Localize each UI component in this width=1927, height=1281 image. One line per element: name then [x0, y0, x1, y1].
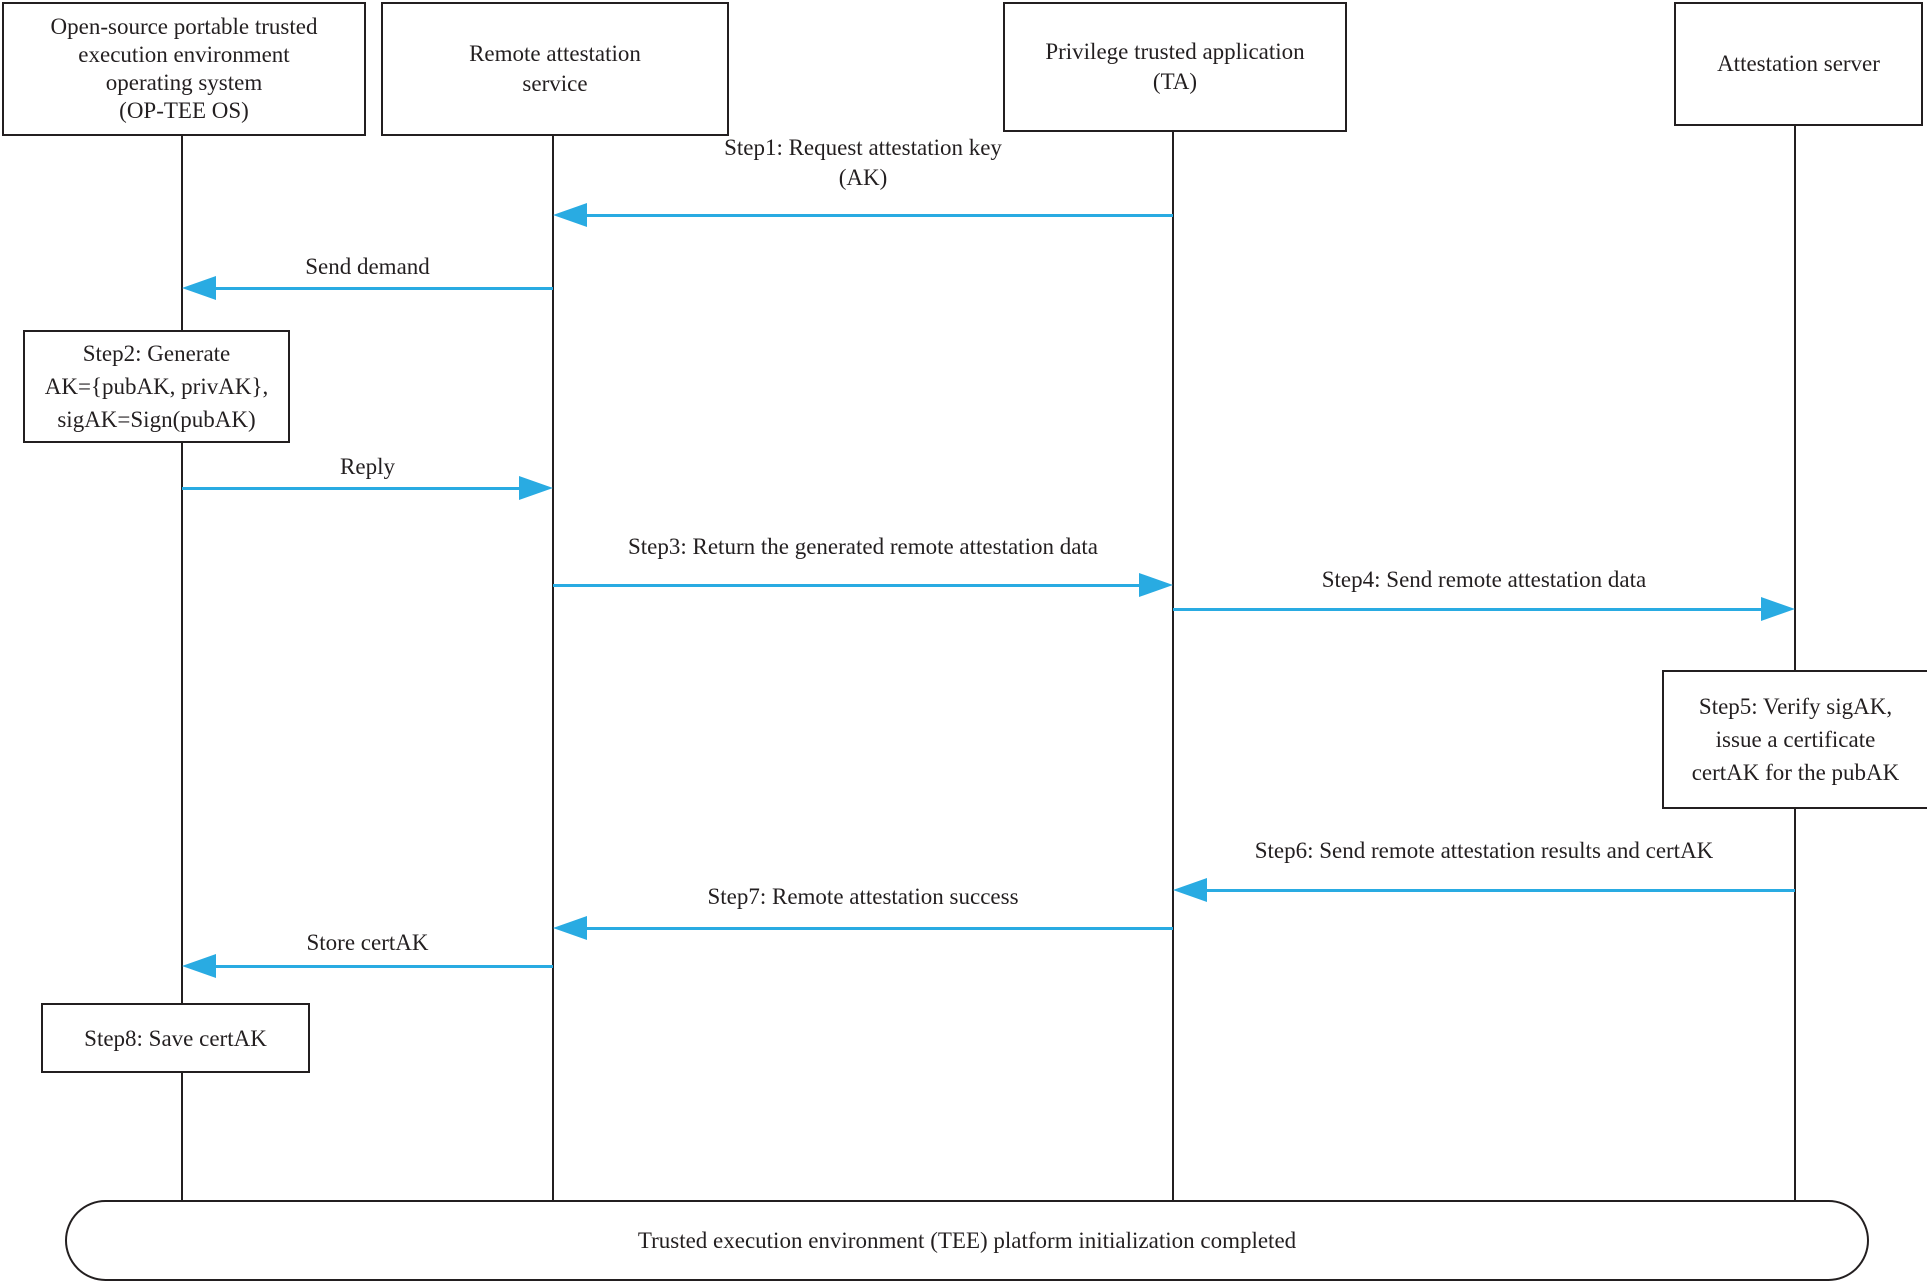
arrowhead-left-icon [553, 916, 587, 940]
note-step5: Step5: Verify sigAK, issue a certificate… [1662, 670, 1927, 809]
message-arrow-step3 [553, 573, 1173, 597]
message-arrow-step7 [553, 916, 1173, 940]
message-label-reply: Reply [340, 454, 395, 479]
arrowhead-right-icon [1761, 597, 1795, 621]
actor-optee-os: Open-source portable trusted execution e… [2, 2, 366, 136]
footer-label: Trusted execution environment (TEE) plat… [637, 1227, 1297, 1253]
actor-attestation-server: Attestation server [1674, 2, 1923, 126]
message-arrow-store-certak [182, 954, 553, 978]
message-label-step7: Step7: Remote attestation success [707, 884, 1019, 909]
arrowhead-left-icon [553, 203, 587, 227]
actor-label-line: execution environment [78, 42, 290, 67]
lifeline-attestation-server [1794, 122, 1796, 1200]
actor-label-line: (TA) [1152, 69, 1198, 94]
message-arrow-step6 [1173, 878, 1795, 902]
arrowhead-left-icon [182, 276, 216, 300]
actor-remote-attestation-service: Remote attestation service [381, 2, 729, 136]
note-step8: Step8: Save certAK [41, 1003, 310, 1073]
message-label-step4: Step4: Send remote attestation data [1321, 567, 1647, 592]
lifeline-remote-attestation-service [552, 132, 554, 1200]
actor-label-line: Remote attestation [469, 41, 641, 66]
message-arrow-step4 [1173, 597, 1795, 621]
message-arrow-send-demand [182, 276, 553, 300]
message-arrow-step1 [553, 203, 1173, 227]
actor-label-line: Attestation server [1717, 51, 1880, 76]
note-step2: Step2: Generate AK={pubAK, privAK}, sigA… [23, 330, 290, 443]
arrowhead-left-icon [182, 954, 216, 978]
actor-privilege-trusted-application: Privilege trusted application (TA) [1003, 2, 1347, 132]
message-label-send-demand: Send demand [305, 254, 430, 279]
actor-label-line: service [522, 71, 588, 96]
message-label-step1: Step1: Request attestation key (AK) [724, 135, 1002, 190]
arrowhead-left-icon [1173, 878, 1207, 902]
arrowhead-right-icon [519, 476, 553, 500]
lifeline-privilege-trusted-application [1172, 128, 1174, 1200]
arrowhead-right-icon [1139, 573, 1173, 597]
message-label-step6: Step6: Send remote attestation results a… [1254, 838, 1714, 863]
lifeline-optee-os [181, 132, 183, 1200]
actor-label-line: operating system [105, 70, 263, 95]
actor-label-line: (OP-TEE OS) [119, 98, 249, 123]
actor-label-line: Privilege trusted application [1045, 39, 1305, 64]
message-label-store-certak: Store certAK [306, 930, 429, 955]
footer-banner: Trusted execution environment (TEE) plat… [65, 1200, 1869, 1281]
actor-label-line: Open-source portable trusted [50, 14, 318, 39]
message-arrow-reply [182, 476, 553, 500]
message-label-step3: Step3: Return the generated remote attes… [627, 534, 1099, 559]
